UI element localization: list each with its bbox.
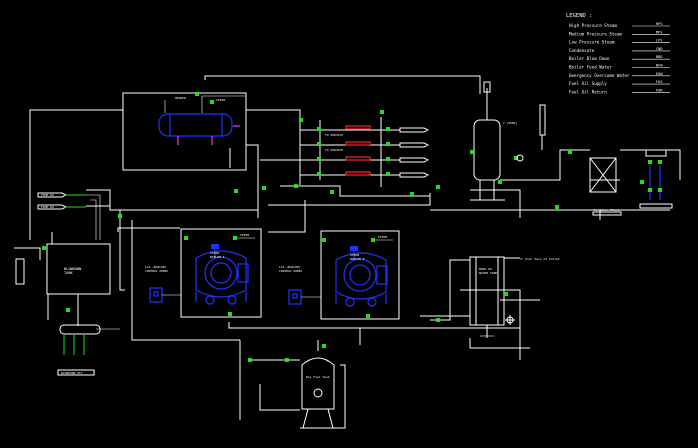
svg-text:STEAM: STEAM [240,233,249,237]
legend-item-code: LPS [656,39,663,43]
legend-item-code: MPS [656,30,663,34]
legend: LEGEND : High Pressure Steam HPS Medium Pr… [566,13,670,94]
valves [42,214,370,318]
legend-item-label: Emergency Overcome Water [569,73,630,78]
legend-item-code: CND [656,47,663,51]
svg-text:STEAM: STEAM [378,235,387,239]
legend-item-code: EOW [656,72,663,76]
steam-header-vessel [158,113,233,137]
water-treatment: To Water Plant [555,149,673,216]
left-inlets: FROM RO FROM RO [37,192,86,210]
legend-item-code: BBD [656,55,663,59]
legend-item-code: HPS [656,22,663,26]
legend-title: LEGEND : [566,13,593,19]
to-water-plant-label: To Water Plant [594,208,619,212]
legend-item-code: FOR [656,88,663,92]
distribution-manifold: TO SERVICE TO SERVICE [234,110,430,196]
deaerator: Y (VENT) [436,81,546,201]
control-panel-1-label: LCS (BOILER)CONTROL PANEL [145,265,169,273]
legend-rows: High Pressure Steam HPS Medium Pressure St… [569,22,670,94]
legend-item-label: Boiler Blow Down [569,56,610,61]
legend-item-label: Condensate [569,48,595,53]
legend-item-code: FOS [656,80,663,84]
svg-text:TO SERVICE: TO SERVICE [325,148,343,152]
legend-item-label: Fuel Oil Return [569,89,607,94]
svg-text:STEAM: STEAM [216,98,225,102]
legend-item-label: Medium Pressure Steam [569,31,622,36]
control-panel-2-label: LCS (BOILER)CONTROL PANEL [279,265,303,273]
steam-header-system: HEADER STEAM [122,92,247,171]
svg-text:FROM RO: FROM RO [41,193,54,197]
fuel-tank-label: Day Fuel Tank [306,375,330,379]
blowdown-pit-label: BLOWDOWN PIT [61,371,83,375]
top-piping [14,75,681,429]
svg-text:HEADER: HEADER [175,96,186,100]
legend-item-label: Fuel Oil Supply [569,81,607,86]
flue-note-label: 1" Over Pack Of Outlet [520,257,560,261]
legend-item-label: High Pressure Steam [569,23,617,28]
vent-label: Y (VENT) [503,121,518,125]
legend-item-label: Low Pressure Steam [569,40,615,45]
svg-text:FROM RO: FROM RO [41,205,54,209]
legend-item-label: Boiler Feed Water [569,65,612,70]
legend-item-code: BFW [656,64,663,68]
svg-text:TO SERVICE: TO SERVICE [325,133,343,137]
day-fuel-tank: Day Fuel Tank [248,340,336,429]
